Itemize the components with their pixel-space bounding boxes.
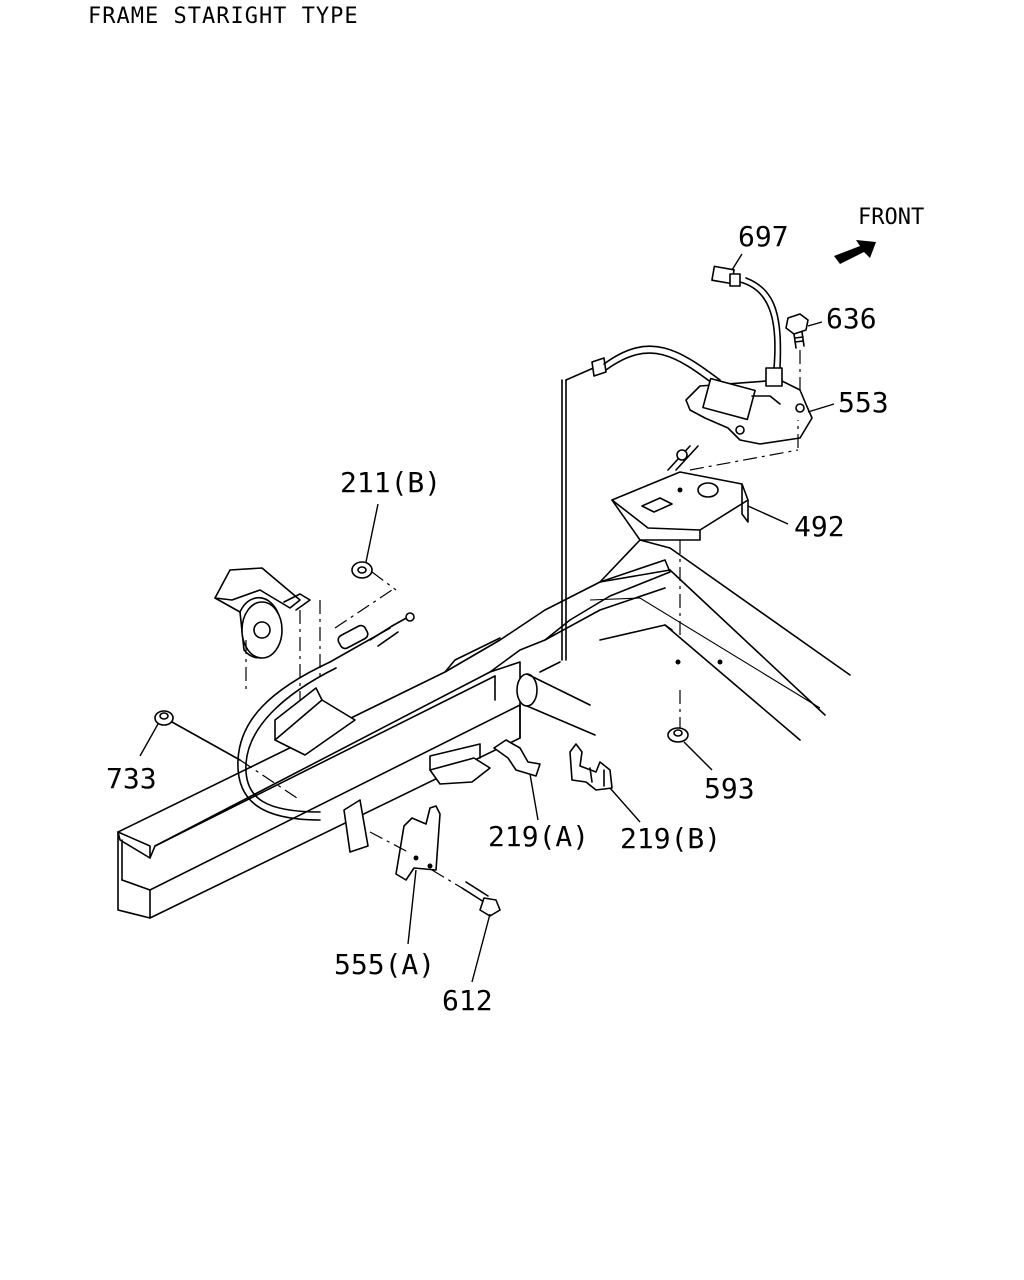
floor-panel bbox=[589, 539, 851, 741]
brake-cable bbox=[237, 587, 415, 821]
diagram-title: FRAME STARIGHT TYPE bbox=[88, 4, 359, 29]
callout-219a: 219(A) bbox=[488, 820, 589, 853]
bracket-492 bbox=[611, 420, 799, 730]
plate bbox=[343, 743, 491, 853]
callout-211b: 211(B) bbox=[340, 466, 441, 499]
callout-555a: 555(A) bbox=[334, 948, 435, 981]
callout-492: 492 bbox=[794, 510, 845, 543]
front-label: FRONT bbox=[858, 205, 924, 230]
callout-733: 733 bbox=[106, 762, 157, 795]
front-arrow-icon bbox=[834, 240, 876, 264]
connector-697 bbox=[711, 265, 782, 369]
nut-733 bbox=[154, 710, 301, 801]
callout-636: 636 bbox=[826, 302, 877, 335]
bolt-636 bbox=[785, 313, 809, 392]
callout-697: 697 bbox=[738, 220, 789, 253]
bolt-612 bbox=[431, 869, 501, 917]
callout-593: 593 bbox=[704, 772, 755, 805]
bracket-555a bbox=[369, 805, 441, 881]
clip-219b bbox=[569, 743, 613, 791]
callout-219b: 219(B) bbox=[620, 822, 721, 855]
callouts: 697 636 553 492 211(B) 733 593 219(A) 21… bbox=[106, 220, 889, 1017]
brake-lever-assembly bbox=[214, 567, 321, 700]
cable-bracket bbox=[274, 687, 356, 756]
callout-612: 612 bbox=[442, 984, 493, 1017]
frame-rail bbox=[117, 559, 671, 919]
sensor-cable bbox=[561, 345, 721, 661]
nut-593 bbox=[667, 727, 689, 743]
sensor-553 bbox=[685, 367, 813, 445]
callout-553: 553 bbox=[838, 386, 889, 419]
nut-211b bbox=[351, 561, 397, 591]
clip-219a bbox=[493, 739, 541, 777]
